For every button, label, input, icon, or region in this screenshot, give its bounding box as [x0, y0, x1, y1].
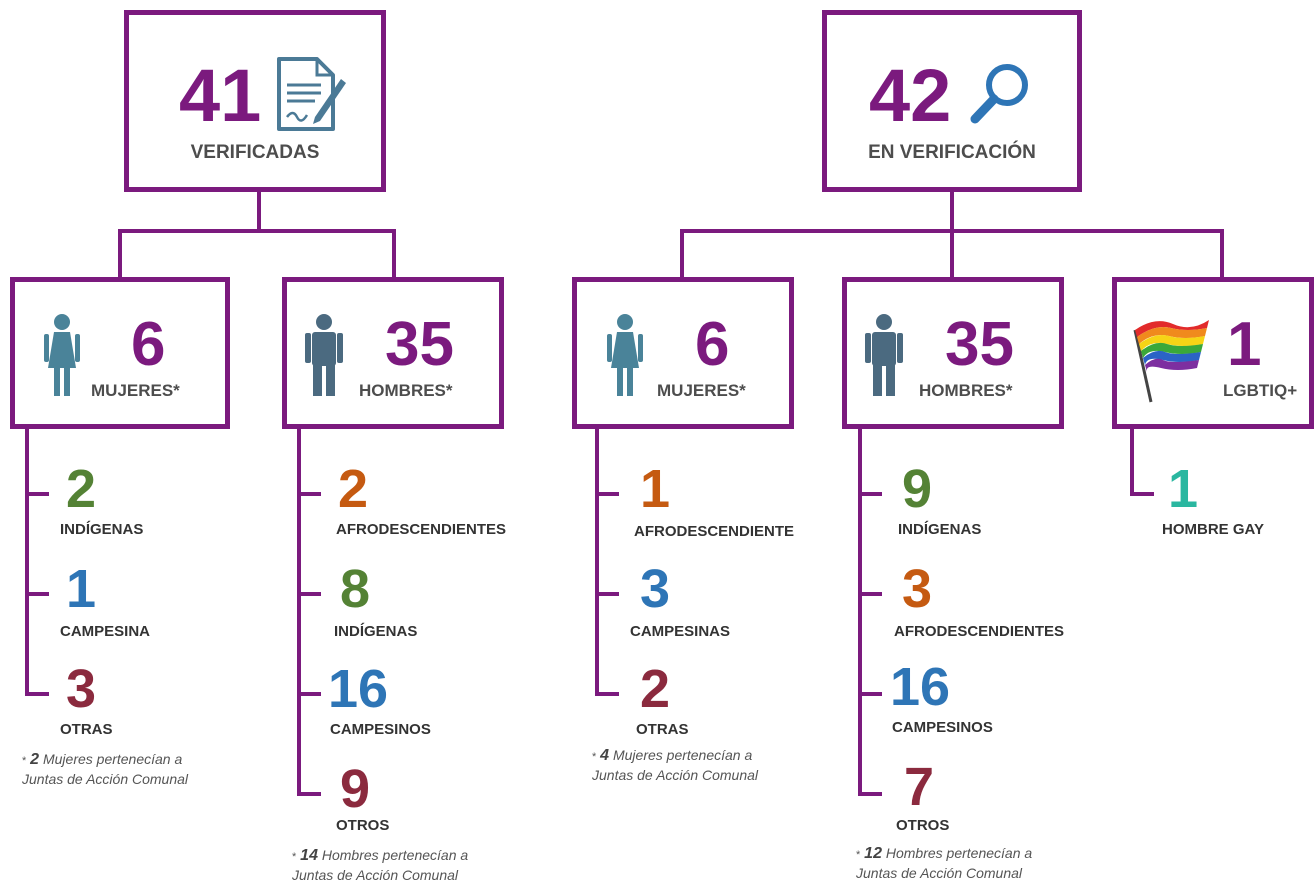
branch-tick — [297, 792, 321, 796]
branch-tick — [858, 592, 882, 596]
lgbt-box: 1 LGBTIQ+ — [1112, 277, 1314, 429]
breakdown-label: OTRAS — [636, 721, 689, 738]
breakdown-value: 7 — [904, 757, 935, 817]
breakdown-label: AFRODESCENDIENTES — [336, 521, 507, 538]
branch-tick — [595, 592, 619, 596]
connector-line — [118, 229, 122, 279]
magnifier-icon — [970, 64, 1028, 124]
breakdown-value: 9 — [340, 759, 371, 819]
breakdown-label: CAMPESINA — [60, 623, 151, 640]
verified-box: 41 VERIFICADAS — [124, 10, 386, 192]
breakdown-value: 8 — [340, 559, 371, 619]
connector-line — [680, 229, 684, 279]
breakdown-label: CAMPESINOS — [892, 719, 993, 736]
in-verification-men-label: HOMBRES* — [919, 381, 1013, 400]
branch-tick — [858, 692, 882, 696]
breakdown-value: 2 — [66, 459, 97, 519]
branch-tick — [595, 692, 619, 696]
in-verification-count: 42 — [869, 54, 952, 137]
verified-label: VERIFICADAS — [190, 142, 320, 163]
in-verification-women-box: 6 MUJERES* — [572, 277, 794, 429]
in-verification-men-box: 35 HOMBRES* — [842, 277, 1064, 429]
verified-men-count: 35 — [385, 310, 454, 379]
breakdown-value: 2 — [640, 659, 671, 719]
branch-line — [595, 428, 599, 696]
breakdown-value: 1 — [1168, 459, 1199, 519]
in-verification-women-count: 6 — [695, 310, 730, 379]
connector-line — [257, 189, 261, 232]
verified-women-box: 6 MUJERES* — [10, 277, 230, 429]
in-verification-label: EN VERIFICACIÓN — [868, 142, 1036, 163]
breakdown-label: INDÍGENAS — [60, 521, 144, 538]
breakdown-label: CAMPESINOS — [330, 721, 431, 738]
connector-line — [118, 229, 396, 233]
branch-tick — [25, 692, 49, 696]
connector-line — [1220, 229, 1224, 279]
breakdown-label: OTROS — [336, 817, 390, 834]
branch-tick — [297, 492, 321, 496]
verified-men-box: 35 HOMBRES* — [282, 277, 504, 429]
breakdown-value: 9 — [902, 459, 933, 519]
man-icon — [305, 314, 343, 396]
breakdown-value: 16 — [890, 657, 951, 717]
breakdown-label: CAMPESINAS — [630, 623, 731, 640]
lgbt-count: 1 — [1227, 310, 1262, 379]
in-verification-box: 42 EN VERIFICACIÓN — [822, 10, 1082, 192]
breakdown-value: 2 — [338, 459, 369, 519]
breakdown-label: HOMBRE GAY — [1162, 521, 1264, 538]
branch-tick — [297, 692, 321, 696]
branch-line — [297, 428, 301, 796]
branch-line — [1130, 428, 1134, 496]
document-sign-icon — [277, 57, 346, 131]
woman-icon — [44, 314, 80, 396]
branch-tick — [595, 492, 619, 496]
connector-line — [950, 229, 954, 279]
branch-line — [858, 428, 862, 796]
branch-tick — [858, 792, 882, 796]
breakdown-label: AFRODESCENDIENTE — [634, 523, 795, 540]
verified-men-label: HOMBRES* — [359, 381, 453, 400]
in-verification-men-footnote: * 12 Hombres pertenecían a Juntas de Acc… — [856, 845, 1033, 881]
rainbow-flag-icon — [1133, 320, 1209, 403]
breakdown-label: AFRODESCENDIENTES — [894, 623, 1065, 640]
woman-icon — [607, 314, 643, 396]
connector-line — [950, 189, 954, 232]
in-verification-men-count: 35 — [945, 310, 1014, 379]
verified-men-footnote: * 14 Hombres pertenecían a Juntas de Acc… — [292, 847, 469, 883]
breakdown-value: 3 — [902, 559, 933, 619]
verified-women-count: 6 — [131, 310, 166, 379]
in-verification-women-footnote: * 4 Mujeres pertenecían a Juntas de Acci… — [592, 747, 759, 783]
breakdown-label: INDÍGENAS — [898, 521, 982, 538]
breakdown-value: 16 — [328, 659, 389, 719]
in-verification-women-label: MUJERES* — [657, 381, 746, 400]
branch-tick — [1130, 492, 1154, 496]
branch-tick — [858, 492, 882, 496]
breakdown-value: 3 — [640, 559, 671, 619]
breakdown-value: 1 — [640, 459, 671, 519]
verified-women-label: MUJERES* — [91, 381, 180, 400]
branch-tick — [25, 592, 49, 596]
verified-count: 41 — [179, 54, 262, 137]
verified-women-footnote: * 2 Mujeres pertenecían a Juntas de Acci… — [22, 751, 189, 787]
breakdown-label: OTROS — [896, 817, 950, 834]
branch-tick — [25, 492, 49, 496]
breakdown-label: INDÍGENAS — [334, 623, 418, 640]
man-icon — [865, 314, 903, 396]
breakdown-value: 3 — [66, 659, 97, 719]
lgbt-label: LGBTIQ+ — [1223, 381, 1298, 400]
breakdown-label: OTRAS — [60, 721, 113, 738]
breakdown-value: 1 — [66, 559, 97, 619]
connector-line — [392, 229, 396, 279]
branch-tick — [297, 592, 321, 596]
branch-line — [25, 428, 29, 696]
